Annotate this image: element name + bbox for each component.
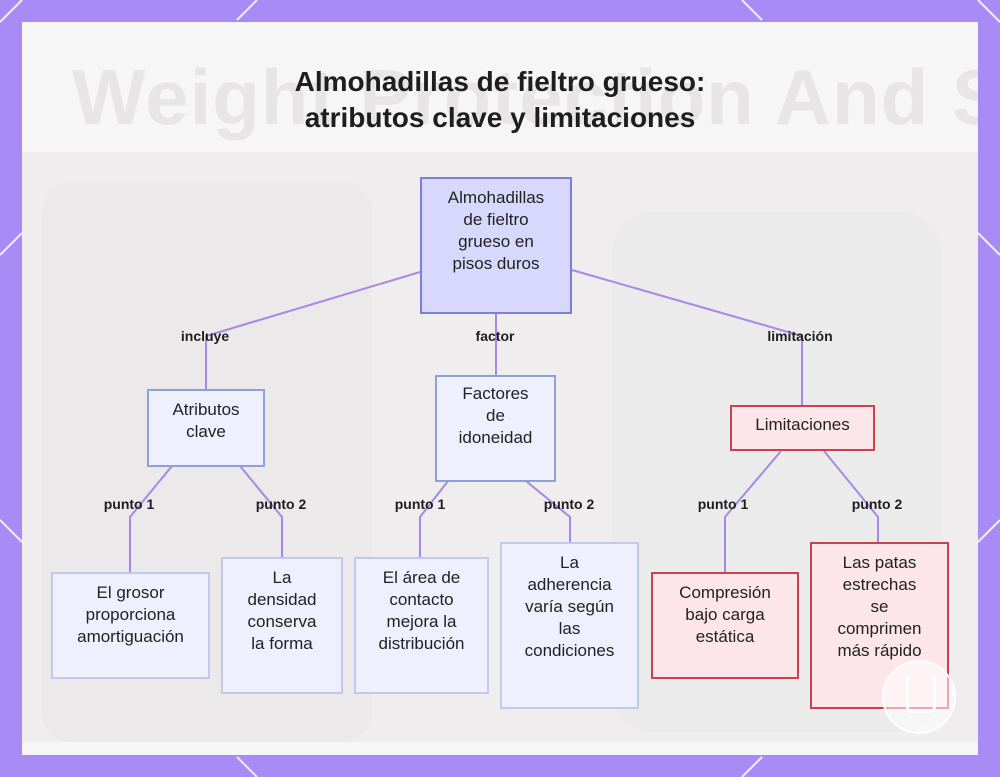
- node-factores-idoneidad: Factores de idoneidad: [435, 375, 556, 482]
- node-limitaciones: Limitaciones: [730, 405, 875, 451]
- logo-badge-icon: [882, 660, 956, 734]
- edge-label-atributos-punto-2: punto 2: [256, 496, 307, 512]
- node-adherencia: La adherencia varía según las condicione…: [500, 542, 639, 709]
- node-grosor: El grosor proporciona amortiguación: [51, 572, 210, 679]
- edge-label-atributos-punto-1: punto 1: [104, 496, 155, 512]
- node-densidad: La densidad conserva la forma: [221, 557, 343, 694]
- edge-atributos-p1: [130, 466, 172, 572]
- edge-incluye: [206, 272, 420, 390]
- edge-label-factores-punto-1: punto 1: [395, 496, 446, 512]
- edge-label-limitaciones-punto-1: punto 1: [698, 496, 749, 512]
- node-compresion: Compresión bajo carga estática: [651, 572, 799, 679]
- edge-factores-p1: [420, 481, 448, 557]
- edge-label-factor: factor: [476, 328, 515, 344]
- node-area-contacto: El área de contacto mejora la distribuci…: [354, 557, 489, 694]
- edge-label-limitacion: limitación: [767, 328, 832, 344]
- node-root: Almohadillas de fieltro grueso en pisos …: [420, 177, 572, 314]
- edge-label-incluye: incluye: [181, 328, 229, 344]
- node-atributos-clave: Atributos clave: [147, 389, 265, 467]
- edge-label-limitaciones-punto-2: punto 2: [852, 496, 903, 512]
- edge-label-factores-punto-2: punto 2: [544, 496, 595, 512]
